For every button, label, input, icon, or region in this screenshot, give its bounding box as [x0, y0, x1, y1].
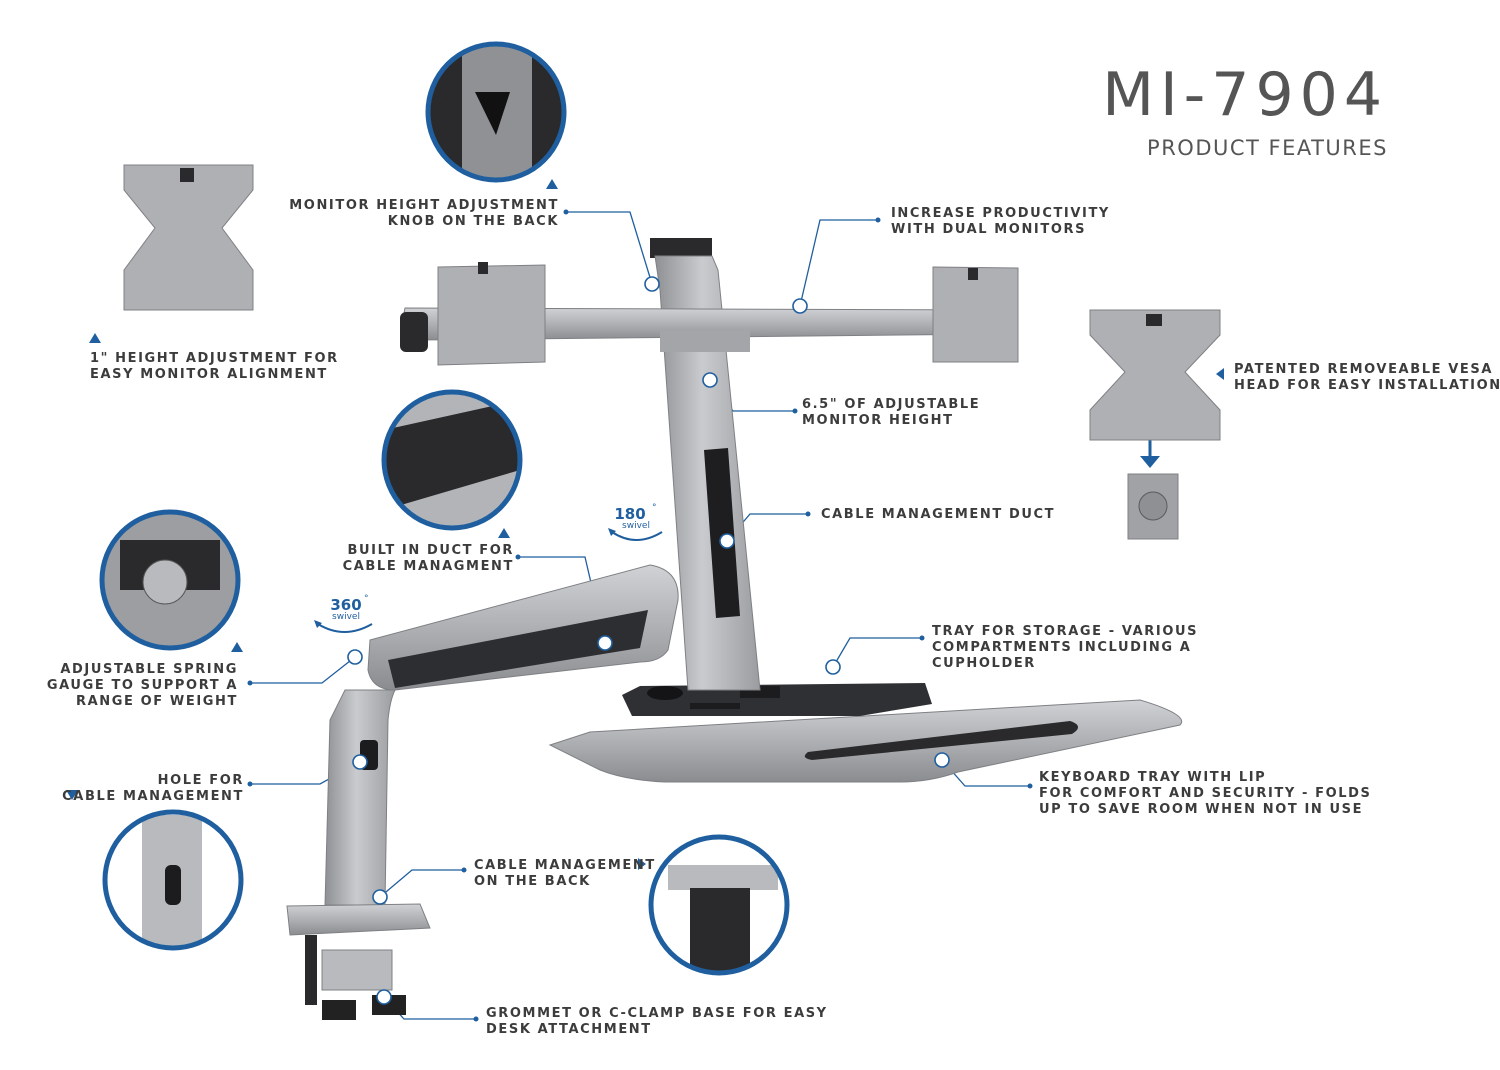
- swivel-180-label: swivel: [622, 521, 650, 531]
- callout-cable-back: CABLE MANAGEMENT ON THE BACK: [474, 858, 656, 889]
- triangle-pointers: [66, 179, 1224, 870]
- swivel-arrow-icon: [611, 531, 663, 541]
- callout-dot-icon: [934, 752, 950, 768]
- vesa-plate-removable-icon: [1089, 309, 1221, 540]
- triangle-pointer-icon: [66, 790, 78, 800]
- callout-keyboard: KEYBOARD TRAY WITH LIP FOR COMFORT AND S…: [1039, 770, 1372, 817]
- detail-built-in-duct: [381, 389, 523, 531]
- triangle-pointer-icon: [546, 179, 558, 189]
- callout-dot-icon: [719, 533, 735, 549]
- swivel-180-badge: 180 ° swivel: [608, 503, 663, 541]
- swivel-180-degrees: 180: [614, 505, 645, 523]
- callout-hole: HOLE FOR CABLE MANAGEMENT: [62, 773, 244, 804]
- vesa-plate-icon: [123, 164, 254, 311]
- triangle-pointer-icon: [498, 528, 510, 538]
- callout-dot-icon: [376, 989, 392, 1005]
- standing-desk-converter: [286, 238, 1183, 1020]
- callout-dot-icon: [597, 635, 613, 651]
- callout-built-in-duct: BUILT IN DUCT FOR CABLE MANAGMENT: [342, 543, 514, 574]
- callout-dot-icon: [702, 372, 718, 388]
- callout-dot-icon: [825, 659, 841, 675]
- callout-cable-duct: CABLE MANAGEMENT DUCT: [821, 507, 1056, 522]
- detail-cable-hole: [102, 809, 244, 951]
- callout-height-alignment: 1" HEIGHT ADJUSTMENT FOR EASY MONITOR AL…: [90, 351, 339, 382]
- triangle-pointer-icon: [638, 858, 646, 870]
- swivel-360-badge: 360 ° swivel: [314, 594, 373, 633]
- callout-vesa: PATENTED REMOVEABLE VESA HEAD FOR EASY I…: [1234, 362, 1500, 393]
- svg-text:°: °: [652, 503, 657, 513]
- triangle-pointer-icon: [1216, 368, 1224, 380]
- callout-grommet: GROMMET OR C-CLAMP BASE FOR EASY DESK AT…: [486, 1006, 828, 1037]
- detail-knob: [425, 41, 567, 183]
- callout-dot-icon: [792, 298, 808, 314]
- callout-dot-icon: [352, 754, 368, 770]
- swivel-360-degrees: 360: [330, 596, 361, 614]
- svg-text:°: °: [364, 594, 369, 604]
- swivel-360-label: swivel: [332, 612, 360, 622]
- callout-dot-icon: [347, 649, 363, 665]
- product-features-subtitle: PRODUCT FEATURES: [1147, 136, 1388, 160]
- callout-adjustable-height: 6.5" OF ADJUSTABLE MONITOR HEIGHT: [802, 397, 981, 428]
- triangle-pointer-icon: [89, 333, 101, 343]
- leader-lines: [250, 211, 1152, 1020]
- swivel-arrow-icon: [317, 623, 373, 633]
- triangle-pointer-icon: [231, 642, 243, 652]
- detail-cable-back: [648, 834, 790, 976]
- detail-spring-gauge: [99, 509, 241, 651]
- vesa-down-arrow-icon: [1140, 456, 1160, 468]
- callout-spring: ADJUSTABLE SPRING GAUGE TO SUPPORT A RAN…: [46, 662, 238, 709]
- callout-tray: TRAY FOR STORAGE - VARIOUS COMPARTMENTS …: [932, 624, 1199, 671]
- callout-dot-icon: [372, 889, 388, 905]
- model-title: MI-7904: [1102, 60, 1388, 130]
- callout-productivity: INCREASE PRODUCTIVITY WITH DUAL MONITORS: [891, 206, 1110, 237]
- callout-dots: [347, 276, 950, 1005]
- callout-knob: MONITOR HEIGHT ADJUSTMENT KNOB ON THE BA…: [289, 198, 559, 229]
- callout-dot-icon: [644, 276, 660, 292]
